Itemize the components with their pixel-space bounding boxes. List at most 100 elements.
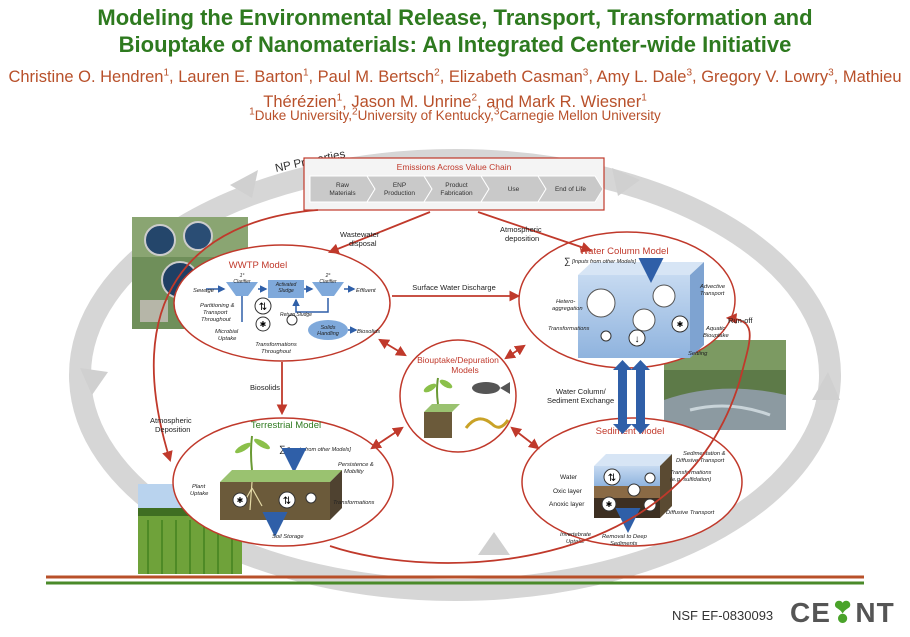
author-name: Lauren E. Barton1 xyxy=(178,67,309,86)
author-name: Paul M. Bertsch2 xyxy=(317,67,440,86)
svg-text:Throughout: Throughout xyxy=(261,349,291,355)
value-chain-step-label: Production xyxy=(384,190,415,197)
author-name: Gregory V. Lowry3 xyxy=(701,67,834,86)
svg-text:1°: 1° xyxy=(240,273,245,279)
svg-text:Surface Water Discharge: Surface Water Discharge xyxy=(412,283,496,292)
value-chain-step-label: End of Life xyxy=(555,186,586,193)
svg-text:Uptake: Uptake xyxy=(566,539,585,545)
author-list: Christine O. Hendren1, Lauren E. Barton1… xyxy=(8,67,902,112)
value-chain-step-label: Fabrication xyxy=(440,190,473,197)
poster-title: Modeling the Environmental Release, Tran… xyxy=(0,4,910,58)
sewage-label: Sewage xyxy=(193,288,215,294)
value-chain-step xyxy=(423,175,490,203)
aquatic-uptake-icon xyxy=(671,315,689,333)
author-name: Mark R. Wiesner1 xyxy=(518,92,647,112)
svg-text:Removal to Deep: Removal to Deep xyxy=(602,534,648,540)
invertebrate-uptake-icon xyxy=(601,496,617,512)
value-chain-step xyxy=(309,175,376,203)
svg-text:Hetero-: Hetero- xyxy=(556,299,575,305)
author-name: Amy L. Dale3 xyxy=(596,67,693,86)
ring-arrow-icon xyxy=(80,368,108,395)
svg-text:⇅: ⇅ xyxy=(608,473,616,484)
svg-text:Run-off: Run-off xyxy=(728,316,753,325)
svg-text:Transformations: Transformations xyxy=(333,500,375,506)
svg-text:Transport: Transport xyxy=(700,291,725,297)
svg-text:Solids: Solids xyxy=(321,325,336,331)
water-column-model: Water Column Model ∑ [Inputs from other … xyxy=(518,231,736,369)
svg-text:✱: ✱ xyxy=(677,320,684,329)
sediment-title: Sediment Model xyxy=(596,426,665,437)
svg-text:Plant: Plant xyxy=(192,484,206,490)
ring-arrow-icon xyxy=(478,532,510,555)
microbial-uptake-icon xyxy=(255,316,271,332)
affiliation-list: 1Duke University,2University of Kentucky… xyxy=(249,106,661,123)
svg-text:[Inputs from other Models]: [Inputs from other Models] xyxy=(286,447,351,453)
svg-text:Invertebrate: Invertebrate xyxy=(560,532,592,538)
svg-text:2°: 2° xyxy=(325,273,331,279)
terrestrial-title: Terrestrial Model xyxy=(251,420,321,431)
svg-text:⇅: ⇅ xyxy=(259,302,267,313)
svg-text:⇅: ⇅ xyxy=(283,496,291,507)
svg-text:Water: Water xyxy=(560,474,578,481)
value-chain-step-label: ENP xyxy=(393,182,406,189)
svg-text:Throughout: Throughout xyxy=(201,317,231,323)
svg-text:Sludge: Sludge xyxy=(278,288,294,294)
activated-sludge-icon xyxy=(268,280,304,298)
water-column-title: Water Column Model xyxy=(580,246,669,257)
transformation-icon xyxy=(627,483,641,497)
svg-text:Mobility: Mobility xyxy=(344,469,365,475)
svg-text:Transformations: Transformations xyxy=(548,326,590,332)
solids-handling-icon xyxy=(308,320,348,340)
ring-arrow-icon xyxy=(812,372,840,400)
svg-text:Clarifier: Clarifier xyxy=(319,279,337,285)
svg-text:Aquatic: Aquatic xyxy=(705,326,725,332)
svg-text:✱: ✱ xyxy=(237,496,244,505)
svg-text:Transformations: Transformations xyxy=(670,470,712,476)
plant-uptake-icon xyxy=(232,492,248,508)
ring-arrow-icon xyxy=(230,170,258,198)
transformation-icon xyxy=(600,330,612,342)
svg-text:Diffusive Transport: Diffusive Transport xyxy=(666,510,715,516)
ring-arrow-icon xyxy=(612,168,640,196)
svg-text:↓: ↓ xyxy=(635,334,640,345)
svg-text:Settling: Settling xyxy=(688,351,708,357)
svg-text:Models: Models xyxy=(451,365,478,375)
effluent-label: Effluent xyxy=(356,288,376,294)
affiliation: 1Duke University xyxy=(249,106,349,123)
sedimentation-icon xyxy=(603,468,621,486)
transformation-icon xyxy=(305,492,317,504)
biouptake-model: Biouptake/Depuration Models xyxy=(399,339,517,453)
svg-text:Water Column/: Water Column/ xyxy=(556,387,607,396)
ceint-logo: CE❣NT xyxy=(790,597,895,628)
value-chain-step-label: Use xyxy=(508,186,520,193)
svg-text:Partitioning &: Partitioning & xyxy=(200,303,235,309)
sediment-model: Sediment Model ⇅ ✱ Sedimentation & Diffu… xyxy=(521,417,743,547)
svg-text:Soil Storage: Soil Storage xyxy=(272,534,304,540)
transformation-icon xyxy=(286,314,298,326)
wwtp-title: WWTP Model xyxy=(229,260,287,271)
svg-text:Sediment Exchange: Sediment Exchange xyxy=(547,396,614,405)
svg-text:aggregation: aggregation xyxy=(552,306,583,312)
svg-text:deposition: deposition xyxy=(505,234,539,243)
transformation-icon xyxy=(644,472,656,484)
affiliation: 2University of Kentucky xyxy=(352,106,491,123)
water-sediment-exchange xyxy=(613,360,650,434)
svg-text:Clarifier: Clarifier xyxy=(233,279,251,285)
svg-text:disposal: disposal xyxy=(349,239,377,248)
heteroaggregation-icon xyxy=(586,288,616,318)
svg-text:Anoxic layer: Anoxic layer xyxy=(549,501,585,508)
svg-text:Atmospheric: Atmospheric xyxy=(150,416,192,425)
svg-text:Biosolids: Biosolids xyxy=(250,383,280,392)
author-name: Christine O. Hendren1 xyxy=(8,67,170,86)
value-chain-step xyxy=(366,175,433,203)
svg-text:✱: ✱ xyxy=(260,320,267,329)
worm-icon xyxy=(464,417,510,429)
author-name: Mathieu Thérézien1 xyxy=(263,67,902,112)
title-line-2: Biouptake of Nanomaterials: An Integrate… xyxy=(118,32,792,57)
plant-icon xyxy=(436,377,439,405)
flow-labels: Wastewater disposal Atmospheric depositi… xyxy=(150,225,753,434)
plant-icon xyxy=(250,435,253,471)
author-name: Elizabeth Casman3 xyxy=(448,67,589,86)
advective-icon xyxy=(652,284,676,308)
